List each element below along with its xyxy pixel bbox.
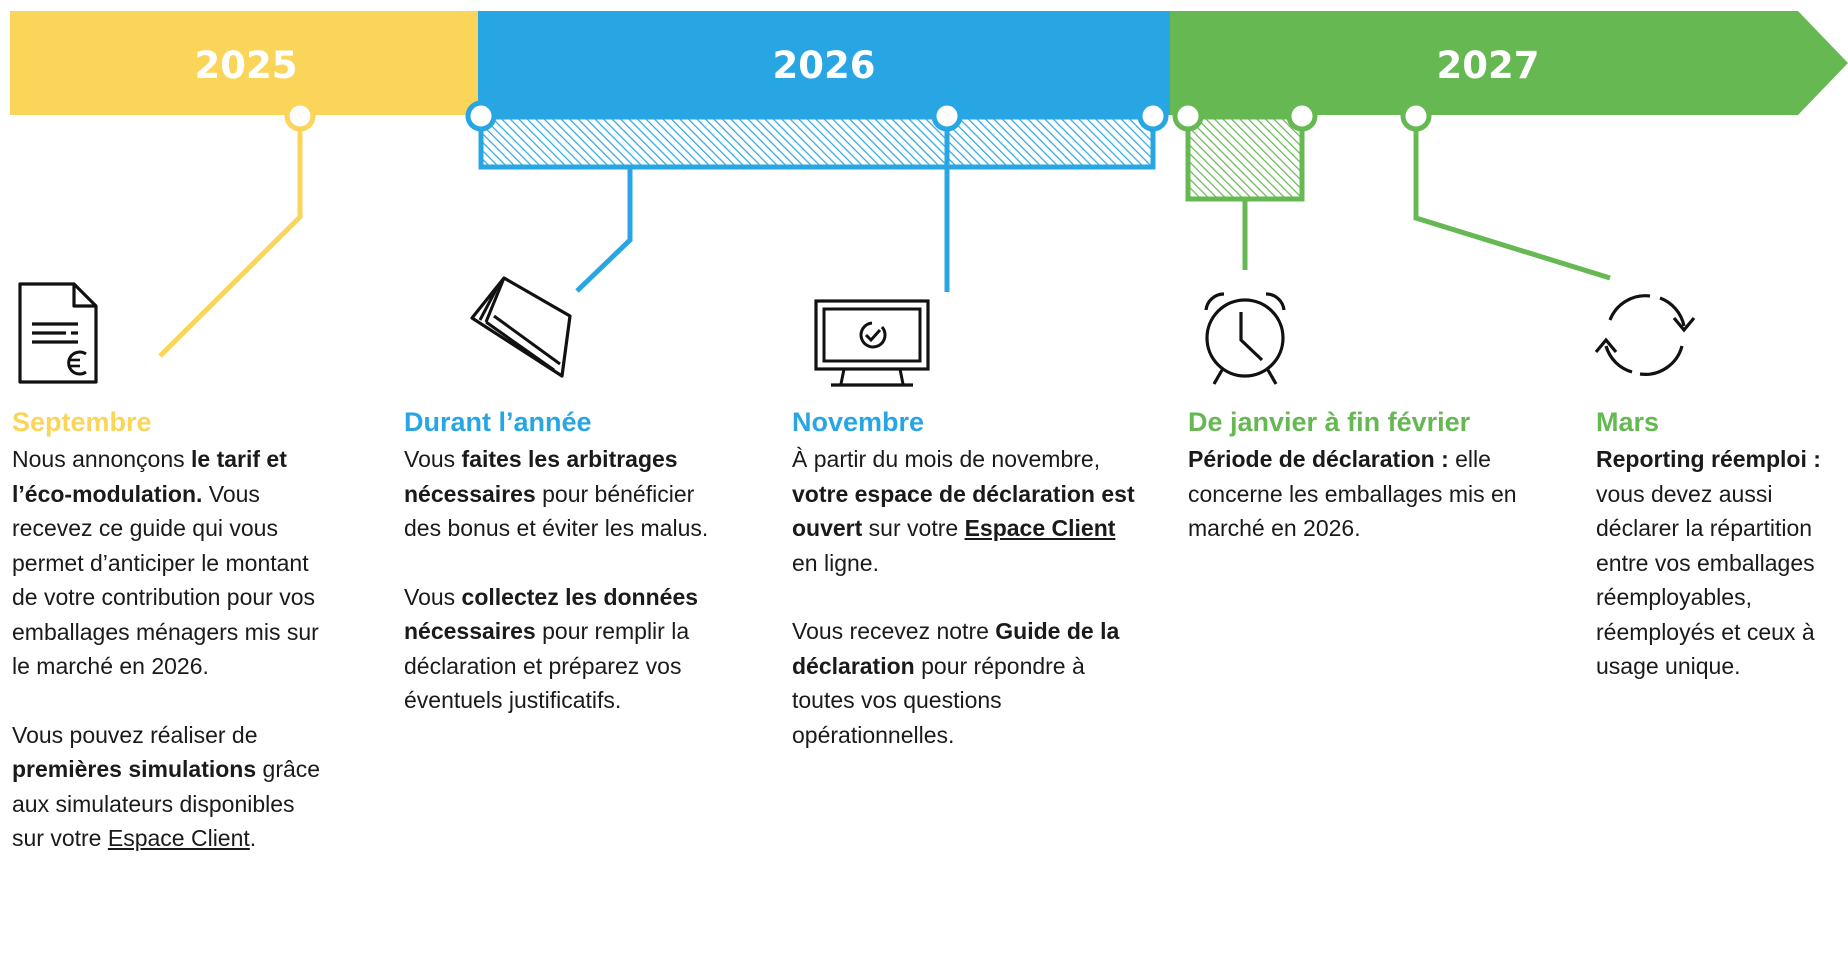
column-title: Durant l’année [404, 407, 592, 437]
connector-durant-annee [575, 167, 633, 293]
text-segment: Guide de la déclaration [792, 618, 1120, 679]
text-segment: Période de déclaration : [1188, 446, 1449, 472]
text-segment: Vous recevez notre [792, 618, 996, 644]
text-segment: Vous [404, 446, 462, 472]
year-label-2027: 2027 [1437, 44, 1540, 87]
node-novembre [931, 100, 963, 132]
node-septembre [284, 100, 316, 132]
text-segment: pour remplir la déclaration et préparez … [404, 618, 690, 713]
text-segment: sur votre [862, 515, 965, 541]
column-title: Septembre [12, 407, 152, 437]
column-title: De janvier à fin février [1188, 407, 1471, 437]
text-segment: le tarif et l’éco-modulation. [12, 446, 287, 507]
year-band-2026 [478, 11, 1170, 115]
year-label-2026: 2026 [773, 44, 876, 87]
espace-client-link[interactable]: Espace Client [107, 825, 250, 851]
alarm-clock-icon [1204, 292, 1286, 385]
text-segment: Vous [404, 583, 462, 610]
column-paragraph: À partir du mois de novembre, votre espa… [792, 442, 1147, 580]
node-fevrier [1286, 100, 1318, 132]
monitor-check-icon [814, 299, 930, 387]
text-segment: elle concerne les emballages mis en marc… [1188, 446, 1517, 541]
column-paragraph: Nous annonçons le tarif et l’éco-modulat… [12, 442, 332, 684]
column-paragraph: Reporting réemploi : vous devez aussi dé… [1596, 442, 1848, 684]
year-band-2027 [1170, 11, 1848, 115]
text-segment: Reporting réemploi : [1596, 446, 1821, 472]
text-segment: faites les arbitrages nécessaires [404, 446, 678, 507]
period-box-durant-annee [478, 114, 1156, 170]
text-segment: en ligne. [792, 549, 879, 576]
column-title: Novembre [792, 407, 925, 437]
text-segment: . [249, 825, 257, 851]
node-2026-start [465, 100, 497, 132]
espace-client-link[interactable]: Espace Client [964, 515, 1116, 541]
text-segment: Vous recevez ce guide qui vous permet d’… [12, 480, 319, 680]
node-janvier [1172, 100, 1204, 132]
text-segment: votre espace de déclaration est ouvert [792, 480, 1135, 542]
period-box-janvier-fevrier [1185, 114, 1305, 202]
column-paragraph: Vous faites les arbitrages nécessaires p… [404, 442, 734, 546]
column-novembre: Novembre À partir du mois de novembre, vo… [792, 404, 1147, 786]
text-segment: Nous annonçons [12, 446, 192, 472]
year-label-2025: 2025 [195, 44, 298, 87]
column-paragraph: Vous collectez les données nécessaires p… [404, 580, 734, 718]
year-band-2025 [10, 11, 478, 115]
column-paragraph: Période de déclaration : elle concerne l… [1188, 442, 1528, 546]
text-segment: Vous pouvez réaliser de [12, 721, 258, 748]
column-paragraph: Vous recevez notre Guide de la déclarati… [792, 614, 1147, 752]
text-segment: vous devez aussi déclarer la répartition… [1596, 480, 1815, 680]
papers-icon [470, 276, 572, 378]
node-mars [1400, 100, 1432, 132]
column-paragraph: Vous pouvez réaliser de premières simula… [12, 718, 332, 856]
document-euro-icon [18, 282, 98, 384]
node-2026-end [1137, 100, 1169, 132]
text-segment: grâce aux simulateurs disponibles sur vo… [12, 756, 321, 851]
text-segment: premières simulations [12, 756, 257, 782]
connector-septembre [158, 116, 303, 358]
text-segment: pour bénéficier des bonus et éviter les … [404, 480, 709, 542]
connector-mars [1413, 116, 1611, 281]
column-title: Mars [1596, 407, 1660, 437]
text-segment: pour répondre à toutes vos questions opé… [792, 652, 1085, 748]
text-segment: collectez les données nécessaires [404, 583, 699, 645]
text-segment: À partir du mois de novembre, [792, 446, 1101, 472]
refresh-icon [1594, 294, 1696, 376]
